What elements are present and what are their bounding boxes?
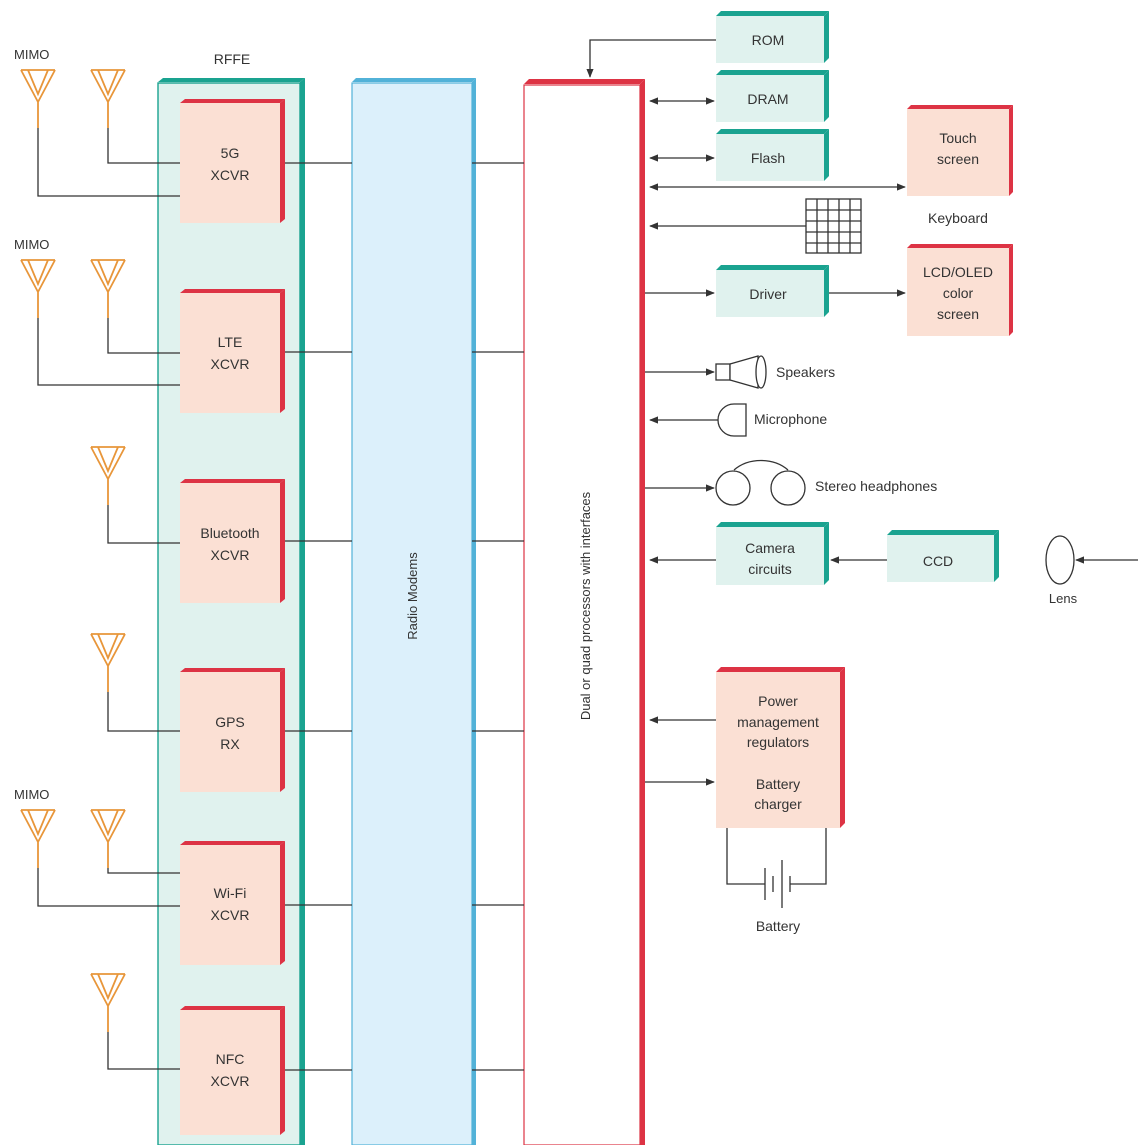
ccd-block: CCD xyxy=(887,530,999,582)
antenna-icon xyxy=(20,809,56,869)
antenna-icon xyxy=(90,633,126,693)
xcvr-wifi-line1: Wi-Fi xyxy=(214,885,247,901)
touch-screen-line1: Touch xyxy=(939,130,976,146)
flash-block: Flash xyxy=(716,129,829,181)
xcvr-wifi: Wi-Fi XCVR xyxy=(180,841,285,965)
lens-label: Lens xyxy=(1049,591,1078,606)
power-line2: management xyxy=(737,714,819,730)
xcvr-bluetooth-line1: Bluetooth xyxy=(200,525,259,541)
xcvr-5g-line2: XCVR xyxy=(211,167,250,183)
touch-screen-line2: screen xyxy=(937,151,979,167)
headphones-label: Stereo headphones xyxy=(815,478,937,494)
radio-modems-panel xyxy=(351,78,476,1145)
keyboard-label: Keyboard xyxy=(928,210,988,226)
lcd-block: LCD/OLED color screen xyxy=(907,244,1013,336)
xcvr-nfc: NFC XCVR xyxy=(180,1006,285,1135)
rom-label: ROM xyxy=(752,32,785,48)
mimo-label-2: MIMO xyxy=(14,237,49,252)
camera-block: Camera circuits xyxy=(716,522,829,585)
processor-label: Dual or quad processors with interfaces xyxy=(578,491,593,720)
processor-panel xyxy=(523,79,645,1145)
xcvr-nfc-line2: XCVR xyxy=(211,1073,250,1089)
mimo-label-1: MIMO xyxy=(14,47,49,62)
rx-gps-line2: RX xyxy=(220,736,240,752)
microphone-label: Microphone xyxy=(754,411,827,427)
keyboard-icon xyxy=(805,198,862,254)
xcvr-bluetooth: Bluetooth XCVR xyxy=(180,479,285,603)
xcvr-lte-line2: XCVR xyxy=(211,356,250,372)
power-line1: Power xyxy=(758,693,798,709)
bus-lines xyxy=(285,162,524,1071)
rx-gps-line1: GPS xyxy=(215,714,245,730)
touch-screen-block: Touch screen xyxy=(907,105,1013,196)
speaker-icon xyxy=(715,355,767,389)
xcvr-nfc-line1: NFC xyxy=(216,1051,245,1067)
power-line4: Battery xyxy=(756,776,800,792)
power-block: Power management regulators Battery char… xyxy=(716,667,845,828)
lens-icon xyxy=(1045,535,1075,585)
antenna-icon xyxy=(90,446,126,506)
xcvr-5g-line1: 5G xyxy=(221,145,240,161)
xcvr-wifi-line2: XCVR xyxy=(211,907,250,923)
headphones-icon xyxy=(715,459,806,506)
rffe-label: RFFE xyxy=(214,51,251,67)
lcd-line3: screen xyxy=(937,306,979,322)
antennas xyxy=(20,69,126,1033)
antenna-icon xyxy=(90,973,126,1033)
camera-line2: circuits xyxy=(748,561,792,577)
power-line3: regulators xyxy=(747,734,809,750)
antenna-icon xyxy=(90,809,126,869)
antenna-feeds xyxy=(37,128,180,1070)
ccd-label: CCD xyxy=(923,553,953,569)
antenna-icon xyxy=(90,69,126,129)
power-line5: charger xyxy=(754,796,802,812)
driver-block: Driver xyxy=(716,265,829,317)
camera-line1: Camera xyxy=(745,540,795,556)
rom-block: ROM xyxy=(716,11,829,63)
dram-block: DRAM xyxy=(716,70,829,122)
antenna-icon xyxy=(20,69,56,129)
battery-icon xyxy=(726,828,827,908)
xcvr-5g: 5G XCVR xyxy=(180,99,285,223)
mimo-label-3: MIMO xyxy=(14,787,49,802)
lcd-line2: color xyxy=(943,285,974,301)
xcvr-bluetooth-line2: XCVR xyxy=(211,547,250,563)
xcvr-lte: LTE XCVR xyxy=(180,289,285,413)
flash-label: Flash xyxy=(751,150,785,166)
battery-label: Battery xyxy=(756,918,800,934)
radio-modems-label: Radio Modems xyxy=(405,552,420,640)
lcd-line1: LCD/OLED xyxy=(923,264,993,280)
rffe-panel xyxy=(157,78,305,1145)
driver-label: Driver xyxy=(749,286,787,302)
connections xyxy=(586,39,1138,786)
dram-label: DRAM xyxy=(747,91,788,107)
microphone-icon xyxy=(716,403,747,437)
speakers-label: Speakers xyxy=(776,364,835,380)
antenna-icon xyxy=(90,259,126,319)
rx-gps: GPS RX xyxy=(180,668,285,792)
xcvr-lte-line1: LTE xyxy=(218,334,243,350)
antenna-icon xyxy=(20,259,56,319)
